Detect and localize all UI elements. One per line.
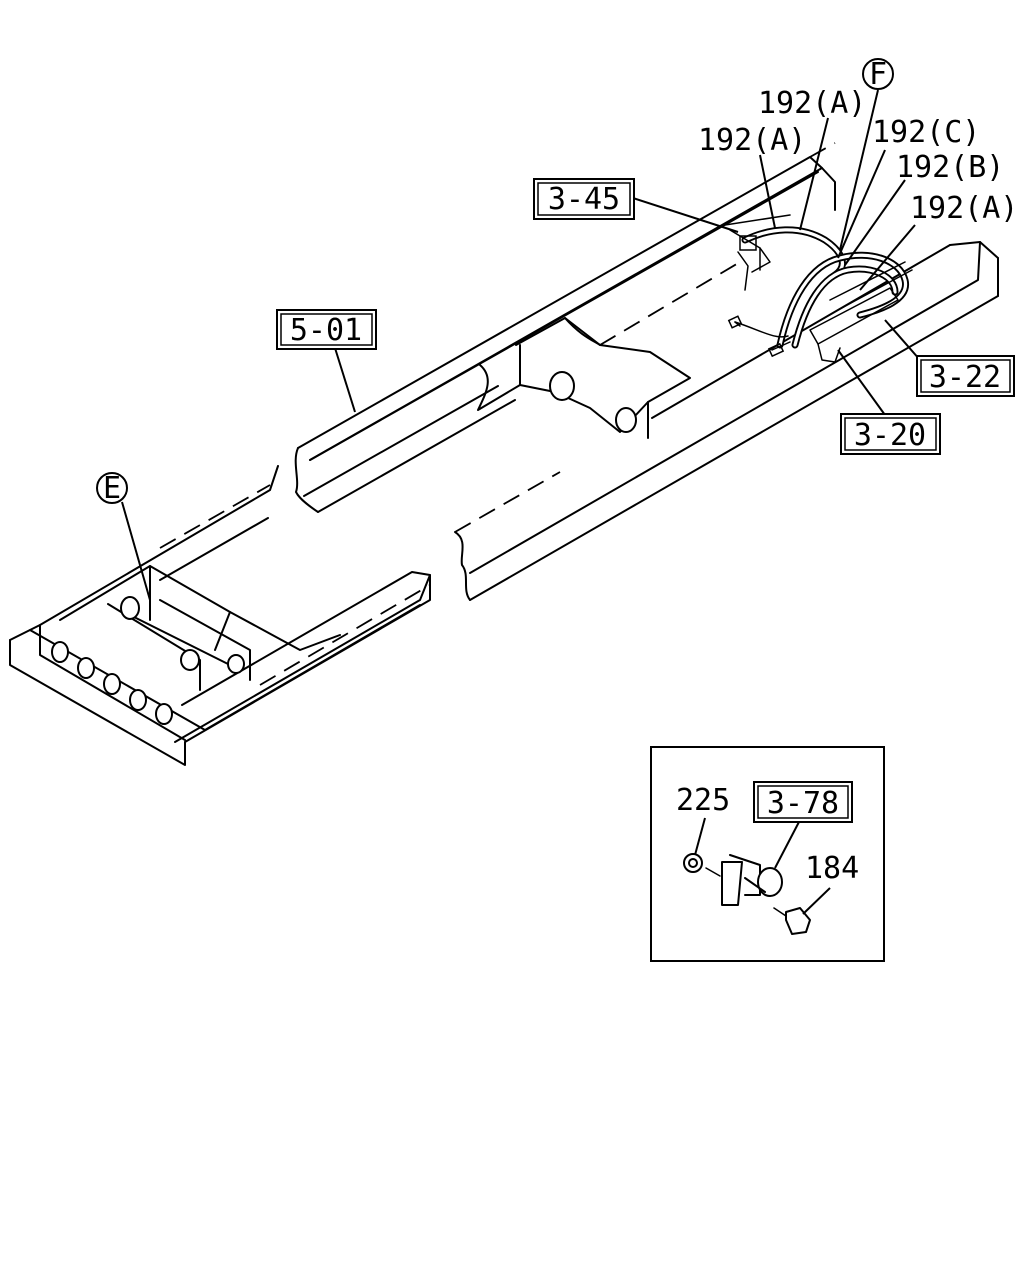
- cross-member-hole: [615, 407, 637, 433]
- frame-hole: [129, 689, 147, 711]
- part-label-184: 184: [805, 851, 859, 886]
- frame-hole: [77, 657, 95, 679]
- part-label-192b: 192(B): [896, 150, 1004, 185]
- ref-label-3-20: 3-20: [854, 418, 926, 453]
- frame-hole: [155, 703, 173, 725]
- part-label-225: 225: [676, 783, 730, 818]
- ref-label-3-22: 3-22: [929, 360, 1001, 395]
- ref-box-5-01: [276, 309, 377, 350]
- frame-hole: [120, 596, 140, 620]
- bolt-184: [785, 907, 811, 935]
- frame-hole: [180, 649, 200, 671]
- view-marker-f: [862, 58, 894, 90]
- view-label-f: F: [869, 57, 887, 92]
- ref-box-3-78: [753, 781, 853, 823]
- view-marker-e: [96, 472, 128, 504]
- rear-frame-section: [9, 465, 431, 766]
- ref-box-3-20: [840, 413, 941, 455]
- center-cross-member: [477, 261, 741, 439]
- clip-3-78: [757, 867, 783, 897]
- part-label-192a: 192(A): [758, 86, 866, 121]
- part-label-192a: 192(A): [910, 191, 1018, 226]
- cross-member-hole: [549, 371, 575, 401]
- frame-hole: [227, 654, 245, 674]
- frame-hole: [51, 641, 69, 663]
- frame-hole: [103, 673, 121, 695]
- ref-label-3-78: 3-78: [767, 786, 839, 821]
- part-label-192c: 192(C): [872, 115, 980, 150]
- ref-box-3-45: [533, 178, 635, 220]
- leader-lines: [121, 89, 921, 915]
- part-label-192a: 192(A): [698, 123, 806, 158]
- brake-hose-assembly: [724, 214, 913, 363]
- ref-label-5-01: 5-01: [290, 313, 362, 348]
- ref-label-3-45: 3-45: [548, 182, 620, 217]
- ref-box-3-22: [916, 355, 1015, 397]
- part-labels: F E 192(A) 192(A) 192(C) 192(B) 192(A) 3…: [96, 57, 1018, 886]
- view-label-e: E: [103, 471, 121, 506]
